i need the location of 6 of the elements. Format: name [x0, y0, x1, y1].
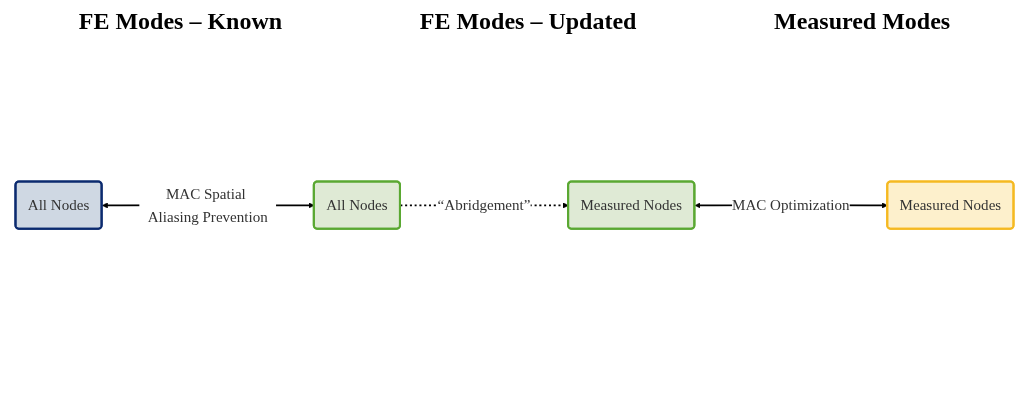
column-heading: FE Modes – Updated — [419, 8, 637, 35]
column-heading: FE Modes – Known — [78, 8, 283, 35]
edge-label: MAC Spatial Aliasing Prevention — [147, 185, 268, 225]
column-heading: Measured Modes — [774, 8, 951, 35]
edge-label: “Abridgement” — [437, 196, 531, 214]
edge-label: MAC Optimization — [732, 196, 850, 214]
